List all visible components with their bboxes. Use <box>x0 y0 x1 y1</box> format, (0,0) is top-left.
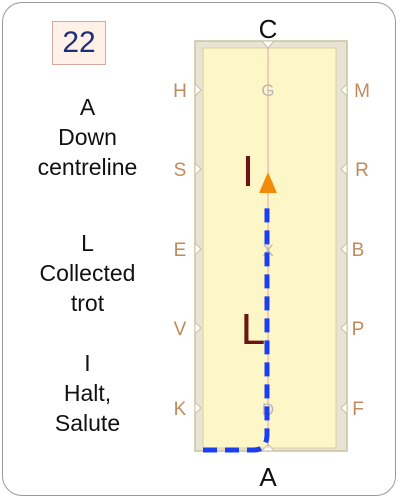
instruction-1: A Down centreline <box>20 92 155 182</box>
marker-v: V <box>174 319 187 340</box>
instruction-1-line-2: centreline <box>37 154 138 180</box>
arena-surface <box>202 47 337 449</box>
instruction-1-line-1: Down <box>58 124 117 150</box>
marker-x: X <box>262 241 273 260</box>
marker-g: G <box>261 81 274 100</box>
marker-m: M <box>354 81 370 102</box>
instruction-3: I Halt, Salute <box>20 348 155 438</box>
instruction-2-line-2: trot <box>70 290 105 316</box>
marker-k: K <box>174 399 187 420</box>
instruction-2: L Collected trot <box>20 228 155 318</box>
marker-c: C <box>259 14 278 44</box>
marker-h: H <box>173 81 187 102</box>
ridden-path <box>203 208 270 453</box>
marker-f: F <box>352 399 364 420</box>
marker-e: E <box>174 240 187 261</box>
side-notches <box>194 82 348 416</box>
test-number-badge: 22 <box>52 21 106 65</box>
marker-r: R <box>355 160 369 181</box>
marker-s: S <box>174 160 187 181</box>
instruction-2-letter: L <box>81 230 94 256</box>
instruction-3-line-1: Halt, <box>63 380 112 406</box>
instruction-3-letter: I <box>84 350 91 376</box>
marker-p: P <box>352 319 365 340</box>
movement-label-collected-trot: L <box>241 305 265 354</box>
marker-b: B <box>352 240 365 261</box>
instruction-1-letter: A <box>79 94 96 120</box>
instruction-2-line-1: Collected <box>39 260 136 286</box>
top-entry-notch <box>260 40 276 49</box>
halt-arrow-icon <box>259 172 277 193</box>
marker-a: A <box>259 462 277 492</box>
movement-label-halt: I <box>242 147 254 196</box>
instruction-3-line-2: Salute <box>54 410 121 436</box>
